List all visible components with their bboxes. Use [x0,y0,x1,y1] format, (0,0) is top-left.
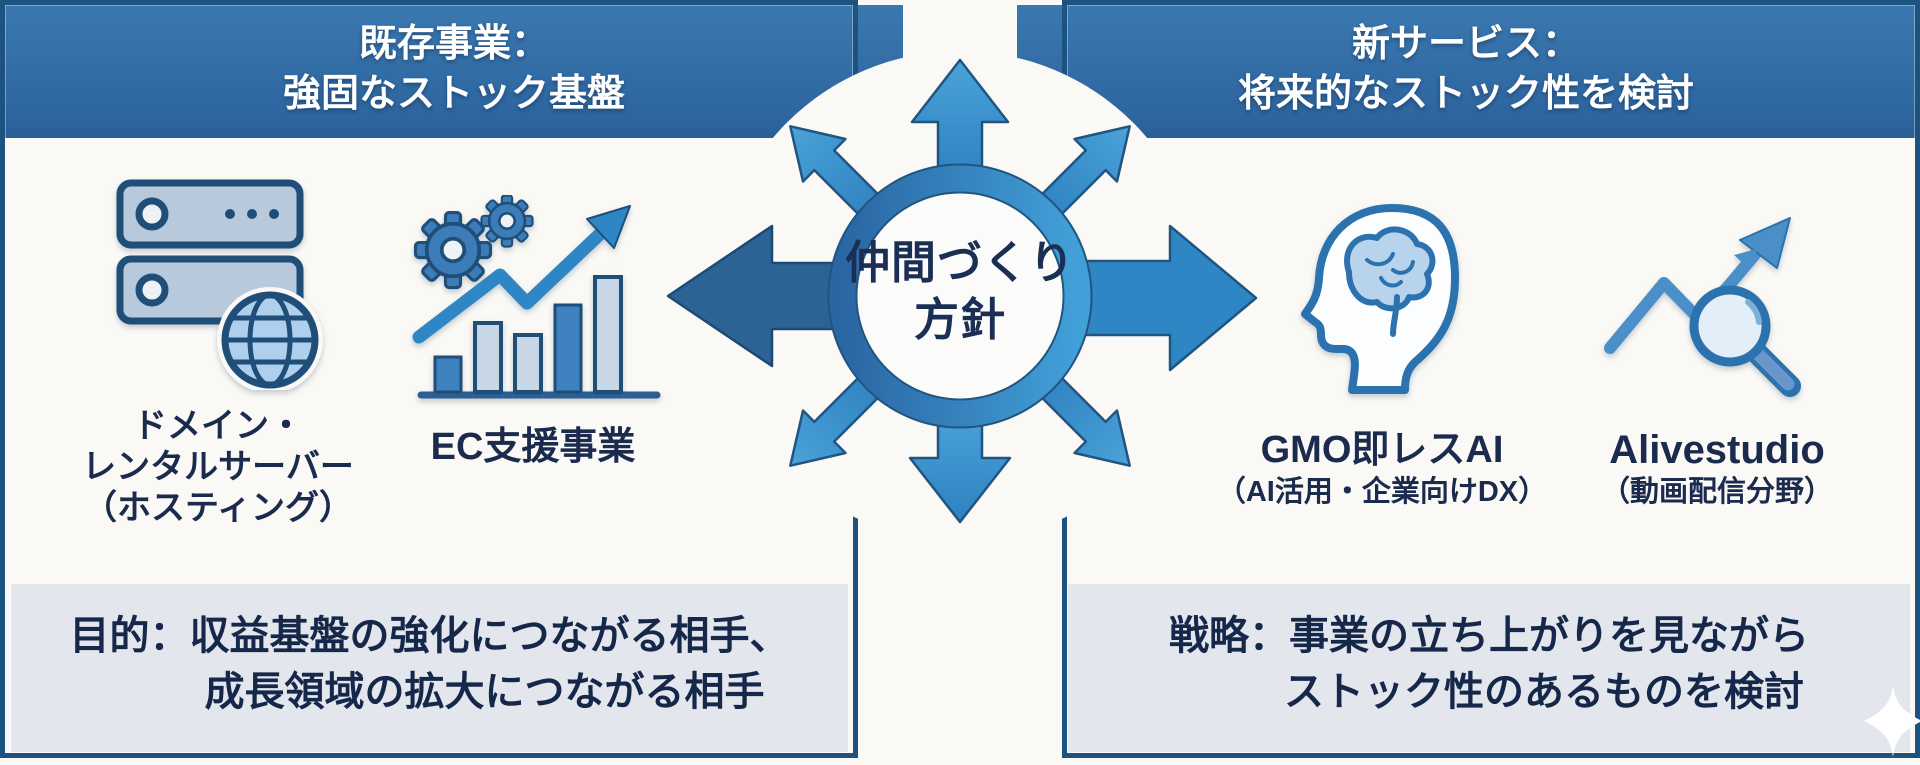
right-footer-line2: ストック性のあるものを検討 [1284,670,1804,714]
gmo-label-sub: （AI活用・企業向けDX） [1216,476,1548,508]
ec-label-line1: EC支援事業 [430,426,636,468]
domain-label-line3: （ホスティング） [83,489,353,527]
domain-hosting-label: ドメイン・ レンタルサーバー （ホスティング） [28,406,408,529]
gears-growth-chart-icon [405,195,665,405]
growth-magnifier-icon [1602,198,1832,405]
radiating-arrows-hub-icon [666,51,1258,541]
globe-icon [217,287,323,390]
right-footer-line1: 戦略：事業の立ち上がりを見ながら [1169,614,1809,658]
left-panel-footer: 目的：収益基盤の強化につながる相手、 成長領域の拡大につながる相手 [11,584,848,752]
left-footer-line2: 成長領域の拡大につながる相手 [204,670,765,714]
left-header-line2: 強固なストック基盤 [282,73,625,115]
ec-support-label: EC支援事業 [383,424,683,470]
arrow-right-icon [1073,224,1258,372]
domain-label-line2: レンタルサーバー [82,448,354,486]
gmo-label-title: GMO即レスAI [1260,429,1504,471]
right-header-line1: 新サービス： [1351,23,1580,65]
magnifier-icon [1689,285,1801,397]
gmo-ai-label: GMO即レスAI （AI活用・企業向けDX） [1182,428,1582,512]
left-footer-line1: 目的：収益基盤の強化につながる相手、 [69,614,790,658]
hub-label: 仲間づくり 方針 [835,234,1085,348]
domain-label-line1: ドメイン・ [133,407,303,445]
left-header-line1: 既存事業： [358,23,549,65]
hub-label-line2: 方針 [913,294,1006,345]
right-panel-footer: 戦略：事業の立ち上がりを見ながら ストック性のあるものを検討 [1068,584,1910,752]
alive-label-sub: （動画配信分野） [1600,476,1833,508]
right-header-line2: 将来的なストック性を検討 [1237,73,1694,115]
alive-label-title: Alivestudio [1609,428,1825,472]
sparkle-icon [1864,685,1920,757]
hub-circle [856,192,1064,400]
left-panel-header: 既存事業： 強固なストック基盤 [5,5,903,138]
head-brain-icon [1297,200,1472,405]
hub-label-line1: 仲間づくり [844,237,1075,288]
server-globe-icon [80,175,330,390]
alivestudio-label: Alivestudio （動画配信分野） [1517,428,1917,512]
right-panel-header: 新サービス： 将来的なストック性を検討 [1017,5,1915,138]
